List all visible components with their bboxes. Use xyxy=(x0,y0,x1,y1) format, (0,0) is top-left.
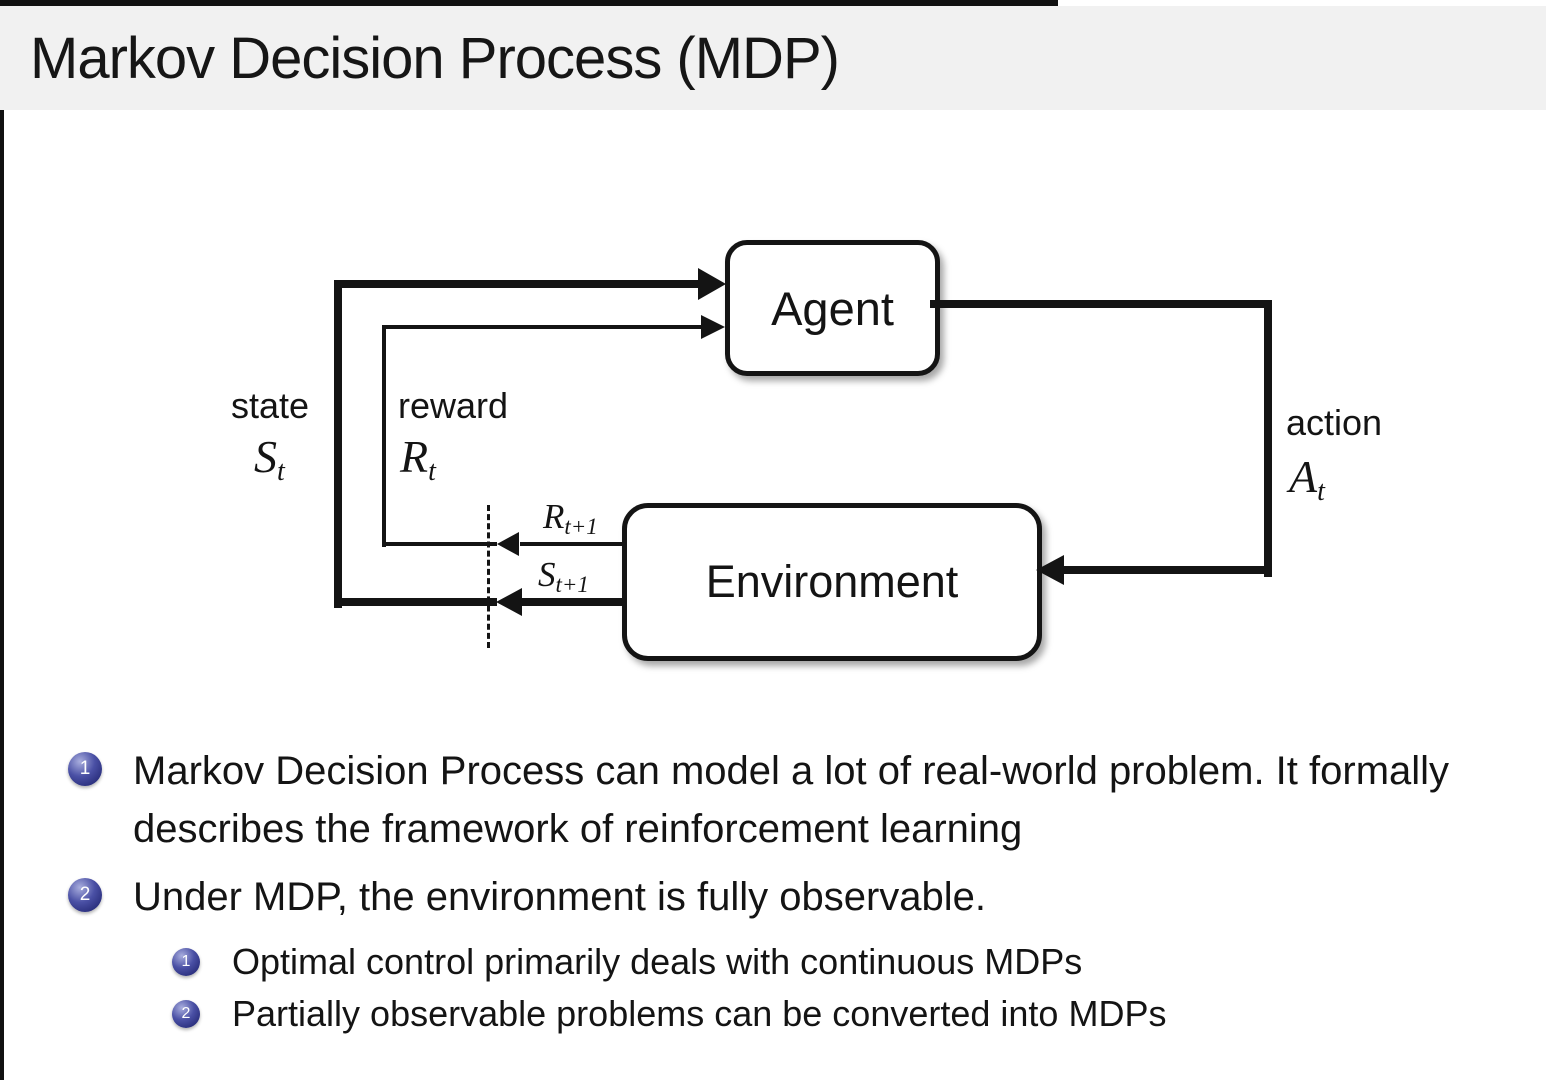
bullet-2-text: Under MDP, the environment is fully obse… xyxy=(133,875,987,919)
action-arrowhead-icon xyxy=(1036,555,1064,585)
state-line-bottom-left xyxy=(334,598,497,606)
action-line-bottom xyxy=(1060,566,1272,574)
next-state-symbol: St+1 xyxy=(538,555,589,597)
state-line-vertical xyxy=(334,280,342,608)
reward-line-vertical xyxy=(382,325,386,547)
state-label: state xyxy=(231,385,310,426)
next-reward-symbol: Rt+1 xyxy=(543,497,598,539)
next-state-arrowhead-icon xyxy=(496,588,522,616)
bullet-2-marker: 2 xyxy=(68,878,102,912)
state-symbol: St xyxy=(254,431,285,487)
bullet-1-marker: 1 xyxy=(68,752,102,786)
next-state-line xyxy=(522,598,622,606)
action-symbol: At xyxy=(1289,451,1325,507)
reward-line-bottom-left xyxy=(382,542,497,546)
agent-label: Agent xyxy=(771,281,894,335)
environment-box: Environment xyxy=(622,503,1042,661)
sub-bullet-2-marker: 2 xyxy=(172,1000,200,1028)
reward-arrowhead-icon xyxy=(701,315,725,339)
bullet-1-text: Markov Decision Process can model a lot … xyxy=(133,749,1450,851)
reward-line-top xyxy=(382,325,702,329)
window-top-edge xyxy=(0,0,1058,6)
window-left-edge xyxy=(0,0,4,1080)
action-line-vertical xyxy=(1264,300,1272,577)
timestep-dashed-line xyxy=(487,505,490,648)
action-line-top xyxy=(930,300,1272,308)
page-title: Markov Decision Process (MDP) xyxy=(30,26,840,91)
reward-label: reward xyxy=(398,385,509,426)
sub-bullet-1-marker: 1 xyxy=(172,948,200,976)
next-reward-line xyxy=(520,542,622,546)
agent-box: Agent xyxy=(725,240,940,376)
next-reward-arrowhead-icon xyxy=(497,532,519,556)
environment-label: Environment xyxy=(705,556,959,607)
action-label: action xyxy=(1286,402,1383,443)
reward-symbol: Rt xyxy=(400,431,436,487)
mdp-diagram: Agent Environment state St reward xyxy=(231,240,1383,661)
slide-header: Markov Decision Process (MDP) xyxy=(0,6,1546,110)
sub-bullet-2-text: Partially observable problems can be con… xyxy=(232,993,1167,1034)
state-arrowhead-icon xyxy=(698,268,726,300)
state-line-top xyxy=(334,280,700,288)
sub-bullet-1-text: Optimal control primarily deals with con… xyxy=(232,941,1083,982)
